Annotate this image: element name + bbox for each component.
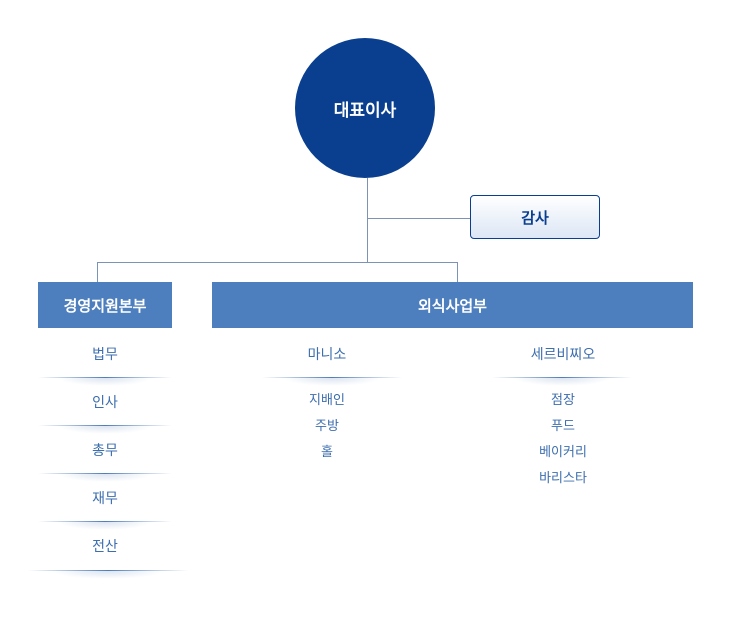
- list-item: 법무: [92, 347, 118, 363]
- dept-title: 경영지원본부: [63, 296, 147, 315]
- list-item: 지배인: [309, 393, 345, 408]
- list-item: 베이커리: [539, 445, 587, 460]
- dept-management-support: 경영지원본부: [38, 282, 172, 328]
- list-item: 주방: [315, 419, 339, 434]
- dept-title: 외식사업부: [417, 296, 487, 315]
- dept-food-service: 외식사업부: [212, 282, 693, 328]
- connector-right-dept: [457, 262, 458, 282]
- group-title-manisso: 마니소: [307, 347, 347, 363]
- separator: [28, 570, 188, 579]
- ceo-label: 대표이사: [333, 100, 397, 121]
- list-item: 전산: [92, 539, 118, 555]
- separator: [38, 473, 172, 482]
- list-item: 푸드: [551, 419, 575, 434]
- separator: [262, 377, 402, 386]
- list-item: 인사: [92, 395, 118, 411]
- list-item: 재무: [92, 491, 118, 507]
- connector-audit: [367, 218, 470, 219]
- connector-horizontal: [97, 262, 458, 263]
- group-title-servizio: 세르비찌오: [530, 347, 596, 363]
- audit-node: 감사: [470, 195, 600, 239]
- separator: [492, 377, 632, 386]
- ceo-node: 대표이사: [295, 38, 435, 178]
- list-item: 총무: [92, 443, 118, 459]
- separator: [38, 521, 172, 530]
- separator: [38, 377, 172, 386]
- list-item: 홀: [321, 445, 333, 460]
- list-item: 바리스타: [539, 471, 587, 486]
- separator: [38, 425, 172, 434]
- connector-ceo-vertical: [367, 178, 368, 262]
- connector-left-dept: [97, 262, 98, 282]
- audit-label: 감사: [521, 208, 549, 227]
- list-item: 점장: [551, 393, 575, 408]
